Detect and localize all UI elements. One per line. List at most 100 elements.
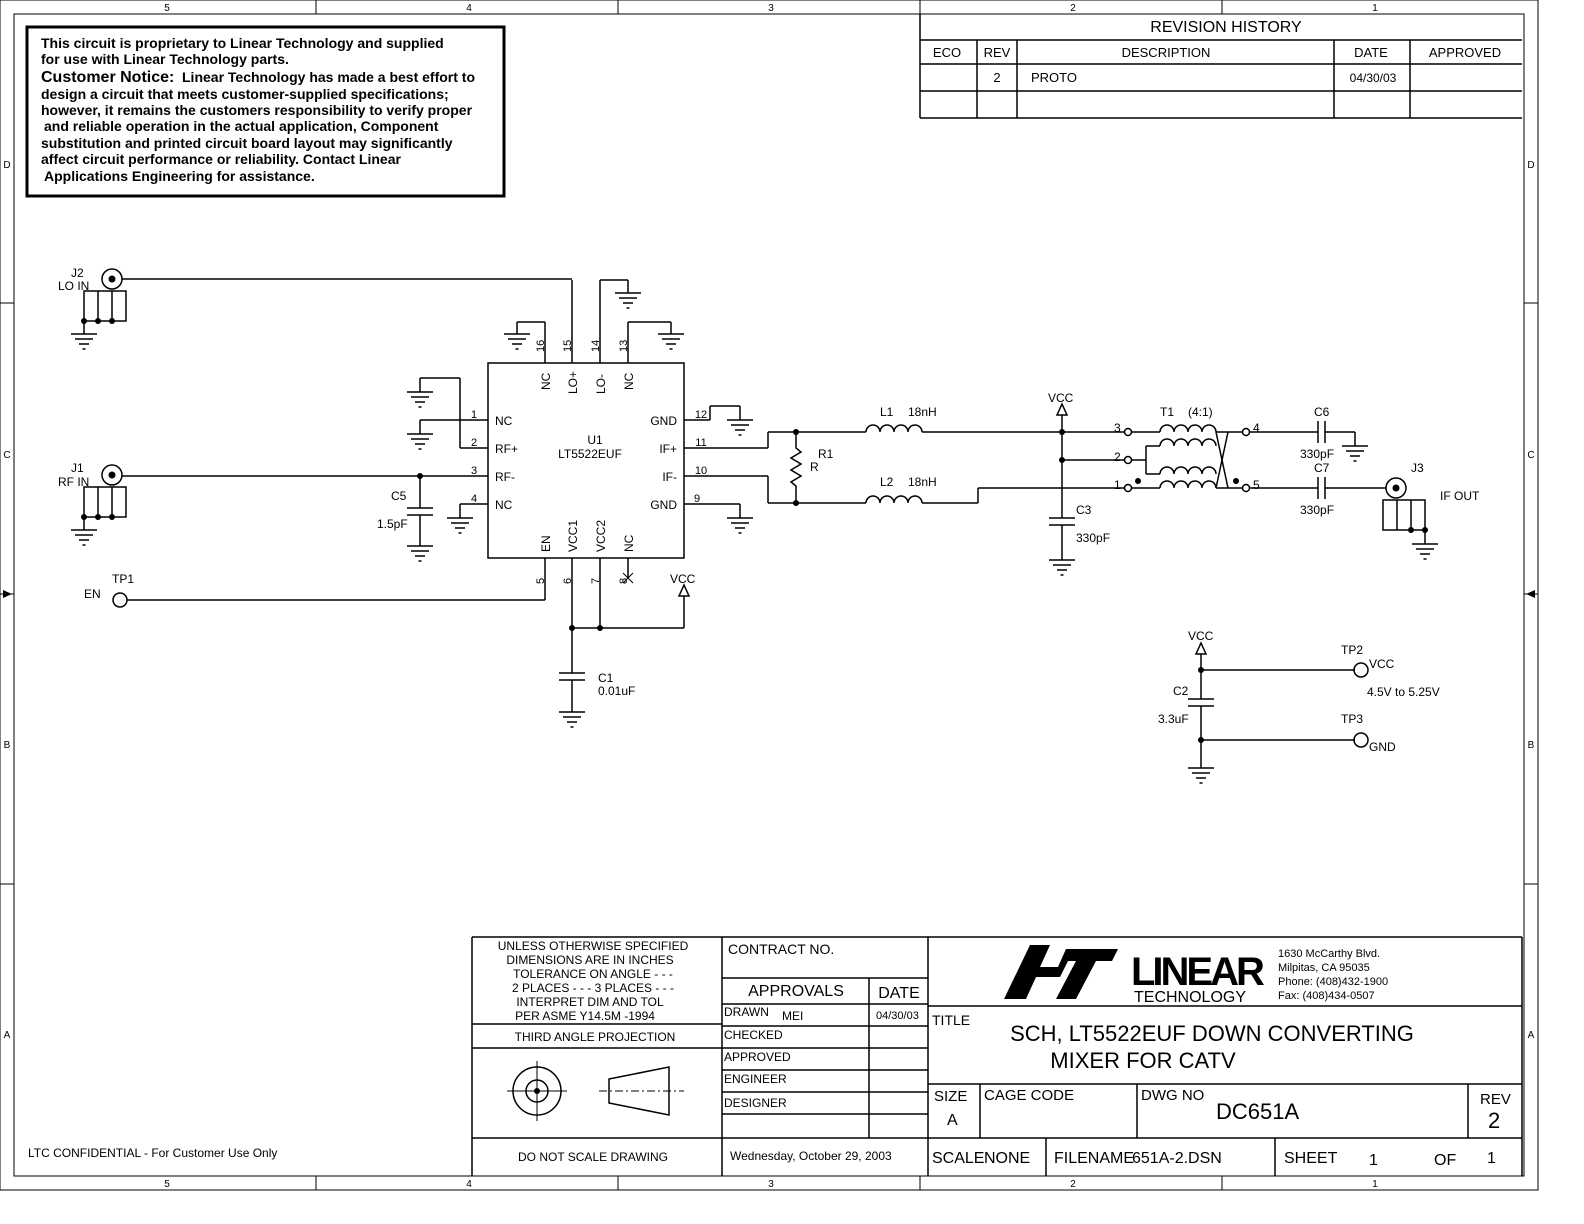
l2-ref: L2	[880, 475, 894, 489]
power-input: VCC C2 3.3uF TP2 VCC 4.5V to 5.25V TP3 G…	[1158, 629, 1440, 784]
c5-ref: C5	[391, 489, 407, 503]
j1-rf-in-connector: J1 RF IN	[58, 461, 127, 546]
revision-description: PROTO	[1031, 70, 1077, 85]
revision-header-date: DATE	[1354, 45, 1388, 60]
no-scale-note: DO NOT SCALE DRAWING	[518, 1150, 668, 1164]
t1-pin: 1	[1114, 478, 1121, 492]
scale-value: NONE	[984, 1150, 1030, 1167]
c1-ref: C1	[598, 671, 614, 685]
revision-history-table: REVISION HISTORY ECO REV DESCRIPTION DAT…	[919, 14, 1522, 119]
notice-line: Linear Technology has made a best effort…	[182, 69, 475, 85]
j1-label: RF IN	[58, 475, 89, 489]
spec-line: DIMENSIONS ARE IN INCHES	[506, 953, 673, 967]
engineer-label: ENGINEER	[724, 1072, 787, 1086]
notice-line: affect circuit performance or reliabilit…	[41, 151, 401, 167]
notice-line: however, it remains the customers respon…	[41, 102, 473, 118]
approvals-label: APPROVALS	[748, 983, 844, 1000]
print-date: Wednesday, October 29, 2003	[730, 1149, 892, 1163]
u1-pin-name: NC	[495, 498, 513, 512]
supply-range-note: 4.5V to 5.25V	[1367, 685, 1440, 699]
drawing-title-line2: MIXER FOR CATV	[1050, 1048, 1236, 1073]
t1-pin: 5	[1253, 478, 1260, 492]
notice-heading: Customer Notice:	[41, 69, 174, 86]
designer-label: DESIGNER	[724, 1096, 787, 1110]
checked-label: CHECKED	[724, 1028, 783, 1042]
approved-label: APPROVED	[724, 1050, 791, 1064]
customer-notice: This circuit is proprietary to Linear Te…	[25, 25, 506, 198]
border-column-labels: 5 4 3 2 1 5 4 3 2 1	[164, 3, 1378, 1190]
notice-line: for use with Linear Technology parts.	[41, 51, 289, 67]
rev-label: REV	[1480, 1091, 1511, 1108]
c3-value: 330pF	[1076, 531, 1110, 545]
u1-pin-name: VCC2	[594, 520, 608, 552]
row-label: D	[1527, 160, 1534, 171]
address-line: Phone: (408)432-1900	[1278, 976, 1388, 988]
l1-ref: L1	[880, 405, 894, 419]
c1-value: 0.01uF	[598, 684, 635, 698]
t1-ratio: (4:1)	[1188, 405, 1213, 419]
u1-pin-number: 5	[535, 578, 547, 584]
notice-line: Applications Engineering for assistance.	[44, 168, 315, 184]
j3-if-out-connector: J3 IF OUT	[1411, 461, 1480, 503]
approvals-date-label: DATE	[878, 985, 919, 1002]
col-label: 1	[1372, 3, 1378, 14]
row-label: A	[1528, 1030, 1535, 1041]
c2-ref: C2	[1173, 684, 1189, 698]
u1-pin-name: GND	[650, 498, 677, 512]
u1-pin-number: 16	[535, 340, 547, 352]
u1-pin-number: 12	[695, 409, 707, 421]
of-label: OF	[1434, 1152, 1456, 1169]
tp2-label: VCC	[1369, 657, 1395, 671]
revision-header-description: DESCRIPTION	[1122, 45, 1211, 60]
of-value: 1	[1487, 1150, 1496, 1167]
l1-inductor: L1 18nH	[880, 405, 937, 419]
j2-ref: J2	[71, 266, 84, 280]
scale-label: SCALE	[932, 1150, 984, 1167]
spec-line: 2 PLACES - - - 3 PLACES - - -	[512, 981, 674, 995]
revision-rev: 2	[993, 70, 1000, 85]
t1-pin: 4	[1253, 421, 1260, 435]
u1-pin-name: EN	[539, 535, 553, 552]
revision-title: REVISION HISTORY	[1150, 19, 1302, 36]
projection-label: THIRD ANGLE PROJECTION	[515, 1030, 676, 1044]
c1-capacitor: C1 0.01uF	[598, 671, 635, 698]
u1-pin-name: RF+	[495, 442, 518, 456]
confidential-note: LTC CONFIDENTIAL - For Customer Use Only	[28, 1146, 277, 1160]
vcc-label: VCC	[1188, 629, 1214, 643]
col-label: 3	[768, 3, 774, 14]
tp1-ref: TP1	[112, 572, 134, 586]
u1-pin-name: IF-	[662, 470, 677, 484]
row-label: B	[1528, 740, 1535, 751]
dwg-no-value: DC651A	[1216, 1099, 1299, 1124]
drawn-label: DRAWN	[724, 1005, 769, 1019]
c7-value: 330pF	[1300, 503, 1334, 517]
r1-resistor: R1 R	[810, 447, 834, 474]
j1-ref: J1	[71, 461, 84, 475]
c7-capacitor: C7 330pF	[1300, 461, 1334, 517]
u1-pin-name: GND	[650, 414, 677, 428]
wires-output-side	[767, 402, 1125, 576]
revision-header-eco: ECO	[933, 45, 961, 60]
col-label: 4	[466, 3, 472, 14]
dwg-no-label: DWG NO	[1141, 1087, 1204, 1104]
c5-capacitor: C5 1.5pF	[377, 489, 408, 531]
size-value: A	[947, 1112, 958, 1129]
border-row-labels: D C B A D C B A	[3, 160, 1534, 1041]
l2-value: 18nH	[908, 475, 937, 489]
u1-pin-number: 11	[695, 437, 706, 449]
drawn-by: MEI	[782, 1009, 803, 1023]
revision-date: 04/30/03	[1350, 71, 1397, 85]
c3-ref: C3	[1076, 503, 1092, 517]
j3-label: IF OUT	[1440, 489, 1480, 503]
notice-line: and reliable operation in the actual app…	[44, 118, 439, 134]
title-block: UNLESS OTHERWISE SPECIFIED DIMENSIONS AR…	[471, 936, 1523, 1176]
u1-pin-number: 2	[471, 437, 477, 449]
c6-ref: C6	[1314, 405, 1330, 419]
col-label: 2	[1070, 3, 1076, 14]
spec-line: INTERPRET DIM AND TOL	[516, 995, 664, 1009]
t1-transformer: T1 (4:1) 3 2 1 4 5	[1114, 405, 1260, 493]
title-label: TITLE	[932, 1012, 970, 1028]
u1-pin-number: 6	[562, 578, 574, 584]
output-network	[1250, 421, 1439, 560]
